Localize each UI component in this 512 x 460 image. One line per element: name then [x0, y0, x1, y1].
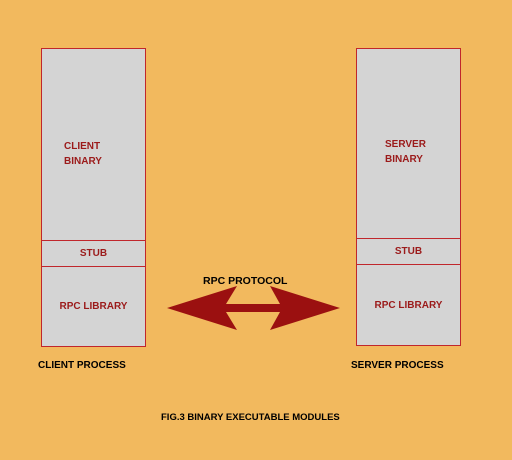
client-binary-line1: CLIENT: [64, 141, 101, 152]
client-rpc-library-section: RPC LIBRARY: [41, 266, 146, 347]
server-stub-section: STUB: [356, 238, 461, 265]
server-stub-label: STUB: [394, 246, 423, 257]
rpc-protocol-label: RPC PROTOCOL: [203, 275, 288, 287]
server-process-caption: SERVER PROCESS: [351, 360, 444, 371]
server-binary-line1: SERVER: [385, 139, 426, 150]
server-rpc-library-label: RPC LIBRARY: [374, 299, 443, 311]
client-binary-section: [41, 48, 146, 241]
server-binary-line2: BINARY: [385, 154, 423, 165]
client-binary-label: CLIENT BINARY: [64, 139, 102, 169]
client-stub-label: STUB: [79, 248, 108, 259]
client-binary-line2: BINARY: [64, 156, 102, 167]
server-binary-section: [356, 48, 461, 239]
figure-caption: FIG.3 BINARY EXECUTABLE MODULES: [161, 412, 340, 423]
server-rpc-library-section: RPC LIBRARY: [356, 264, 461, 346]
double-headed-arrow-shape: [167, 286, 340, 330]
server-binary-label: SERVER BINARY: [385, 137, 426, 167]
client-process-caption: CLIENT PROCESS: [38, 360, 126, 371]
client-rpc-library-label: RPC LIBRARY: [59, 301, 128, 312]
